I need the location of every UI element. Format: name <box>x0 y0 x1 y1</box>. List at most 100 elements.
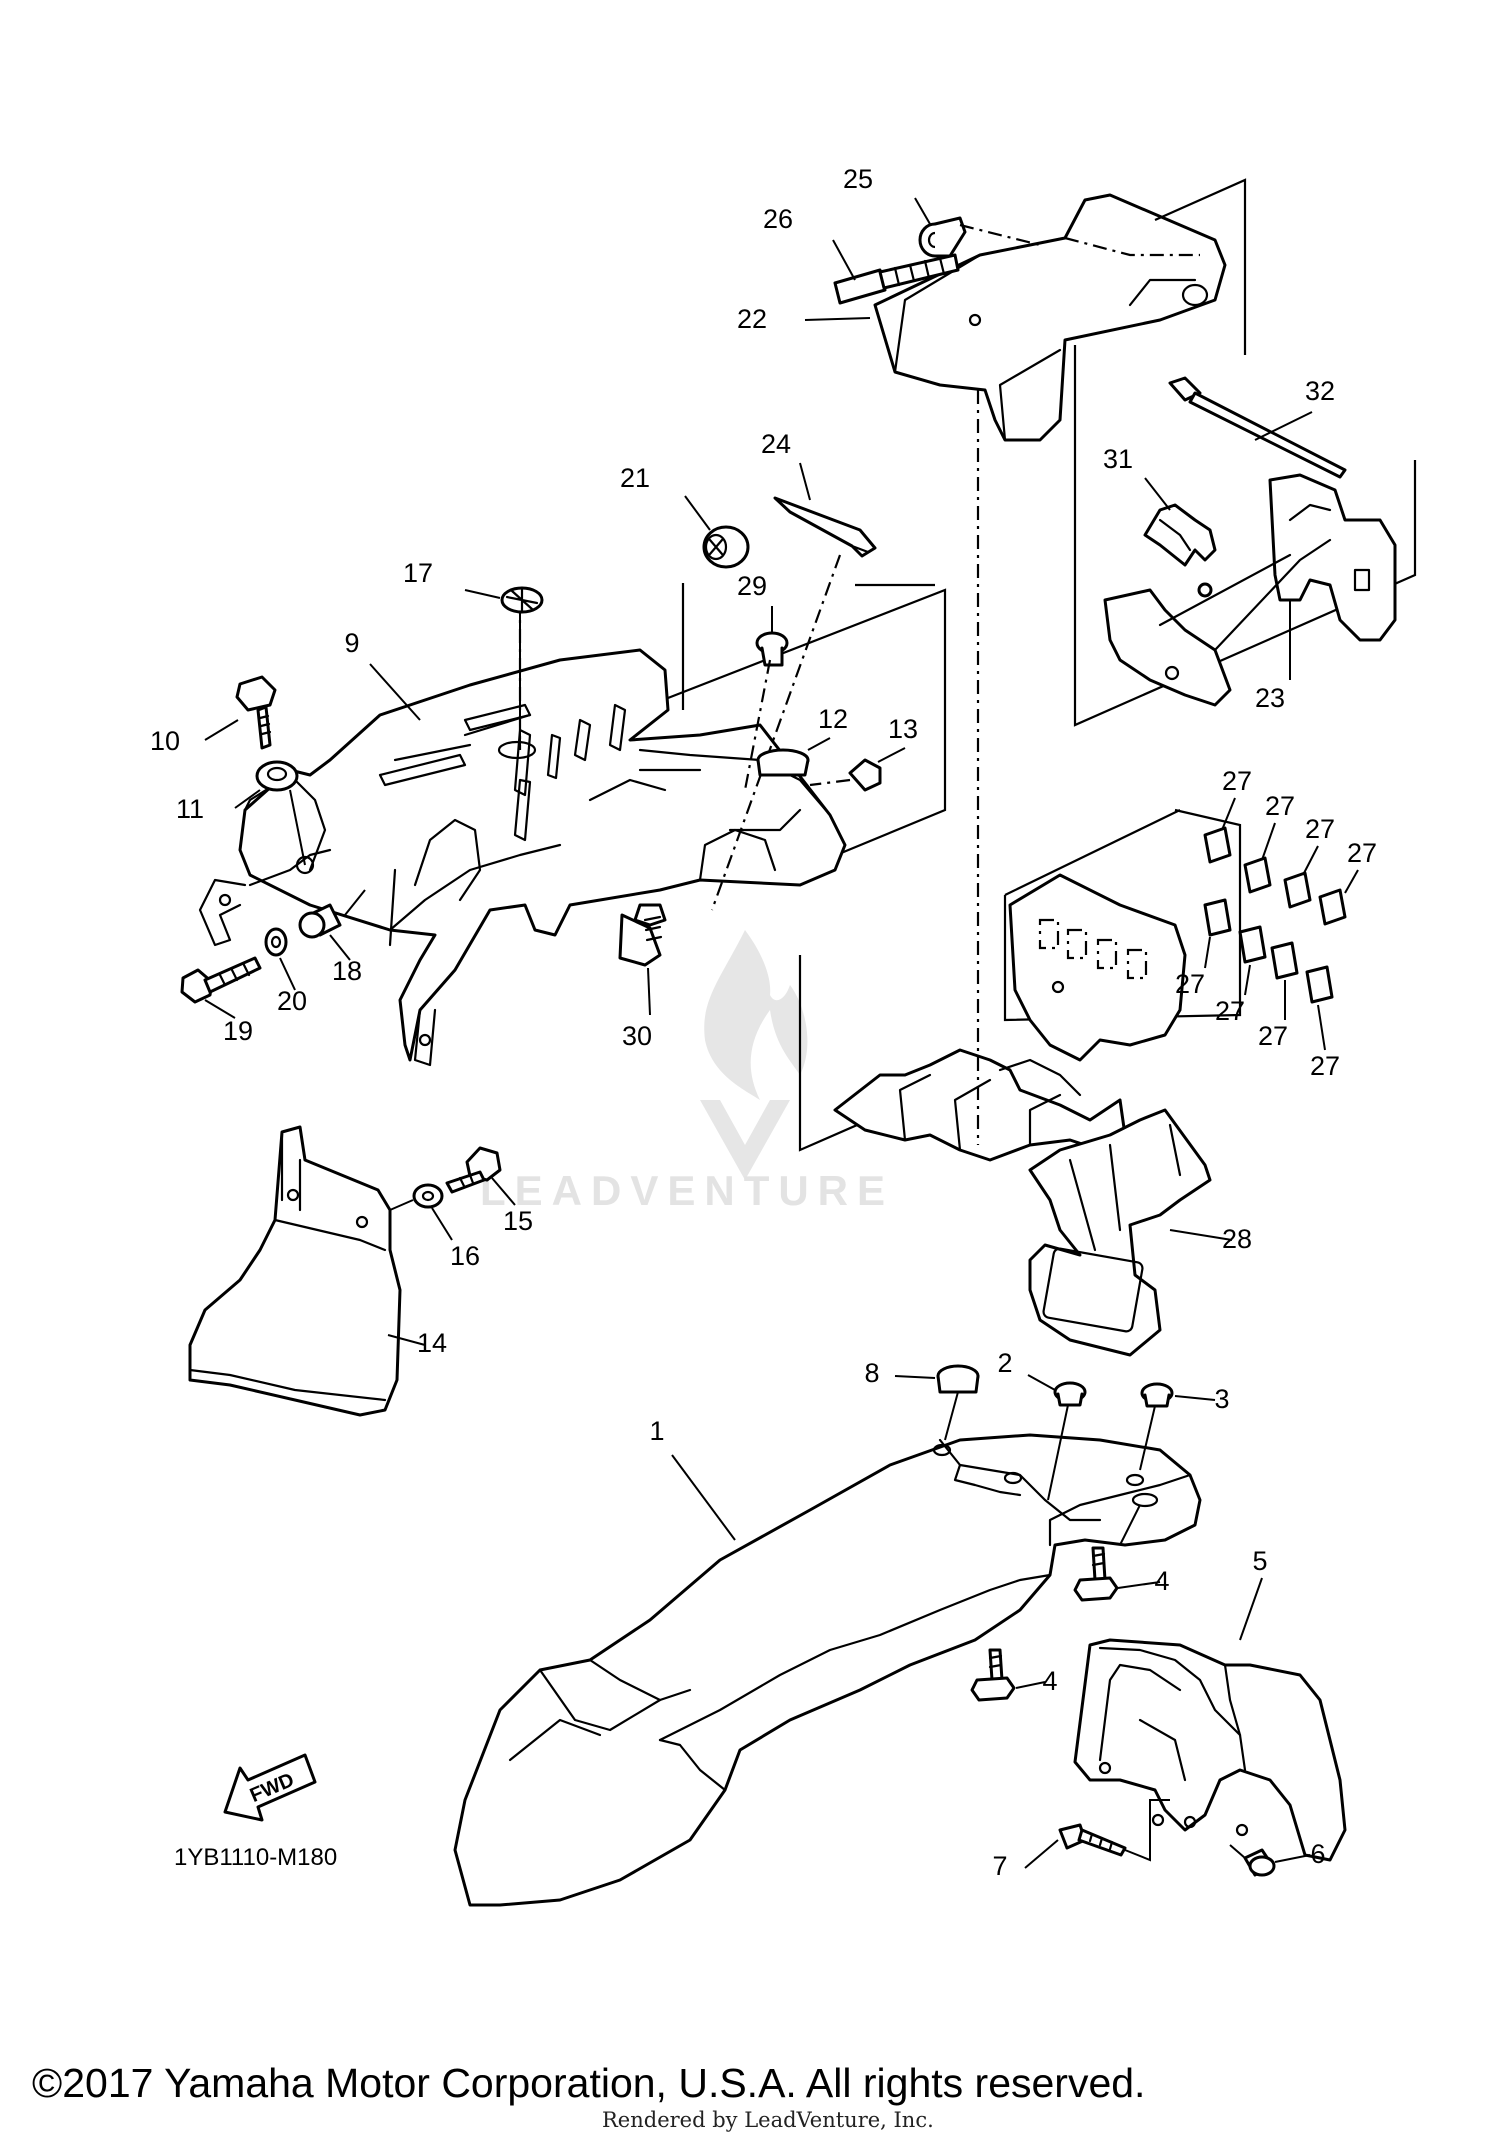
callout-number: 27 <box>1215 996 1245 1026</box>
part-19-bolt <box>180 956 262 1004</box>
part-25-washer <box>918 216 967 258</box>
callout-leader-line <box>1169 1229 1233 1241</box>
callout-leader-line <box>1302 845 1319 876</box>
part-22-bracket <box>873 193 1227 442</box>
callout-number: 8 <box>864 1358 879 1388</box>
callout-number: 21 <box>620 463 650 493</box>
callout-number: 4 <box>1042 1666 1057 1696</box>
callout-number: 23 <box>1255 683 1285 713</box>
rendered-by-credit: Rendered by LeadVenture, Inc. <box>602 2108 934 2132</box>
callout-leader-line <box>807 737 831 751</box>
part-8-grommet <box>936 1364 980 1394</box>
part-28-plate-holder <box>1028 1108 1212 1357</box>
callout-leader-line <box>464 589 501 599</box>
callout-leader-line <box>329 934 351 961</box>
callout-number: 27 <box>1305 814 1335 844</box>
callout-number: 14 <box>417 1328 447 1358</box>
callout-leader-line <box>1015 1681 1046 1689</box>
callout-number: 7 <box>992 1851 1007 1881</box>
callout-number: 22 <box>737 304 767 334</box>
callout-leader-line <box>369 663 421 721</box>
callout-leader-line <box>914 197 931 225</box>
callout-number: 28 <box>1222 1224 1252 1254</box>
part-31-clip <box>1143 503 1217 598</box>
callout-leader-line <box>1244 964 1251 996</box>
callout-leader-line <box>1317 1004 1326 1051</box>
callout-leader-line <box>1344 869 1359 894</box>
fwd-arrow-icon: FWD <box>223 1753 317 1822</box>
callout-number: 26 <box>763 204 793 234</box>
part-14-mud-flap <box>188 1125 402 1417</box>
part-2-collar <box>1053 1381 1087 1407</box>
callout-number: 31 <box>1103 444 1133 474</box>
part-23-stay <box>1103 473 1397 707</box>
callout-leader-line <box>279 957 296 991</box>
callout-leader-line <box>1024 1839 1059 1869</box>
callout-leader-line <box>804 317 871 321</box>
callout-number: 30 <box>622 1021 652 1051</box>
callout-leader-line <box>1204 936 1211 969</box>
callout-number: 27 <box>1347 838 1377 868</box>
callout-leader-line <box>491 1177 516 1206</box>
callout-number: 18 <box>332 956 362 986</box>
part-4-bolt-lower <box>970 1648 1016 1702</box>
callout-number: 12 <box>818 704 848 734</box>
callout-leader-line <box>877 747 906 763</box>
part-1-front-fender <box>453 1433 1202 1907</box>
callout-leader-line <box>684 495 711 531</box>
callout-number: 24 <box>761 429 791 459</box>
copyright-notice: ©2017 Yamaha Motor Corporation, U.S.A. A… <box>32 2060 1145 2106</box>
callout-number: 27 <box>1175 969 1205 999</box>
part-6-collar <box>1243 1848 1276 1877</box>
callout-number: 25 <box>843 164 873 194</box>
callout-leader-line <box>1027 1374 1056 1391</box>
callout-leader-line <box>1261 822 1276 861</box>
part-20-washer <box>264 927 288 957</box>
callout-number: 19 <box>223 1016 253 1046</box>
callout-leader-line <box>1239 1577 1263 1641</box>
part-16-washer <box>412 1183 444 1209</box>
watermark-text: LEADVENTURE <box>480 1167 894 1214</box>
callout-number: 2 <box>997 1348 1012 1378</box>
callout-leader-line <box>894 1375 936 1379</box>
callout-leader-line <box>1254 411 1313 441</box>
callout-number: 27 <box>1265 791 1295 821</box>
part-7-bolt <box>1058 1823 1127 1857</box>
callout-leader-line <box>671 1454 736 1541</box>
part-27-set <box>1203 826 1347 1004</box>
part-15-bolt <box>445 1146 502 1194</box>
callout-number: 20 <box>277 986 307 1016</box>
part-license-light-assembly <box>833 873 1187 1162</box>
part-11-collar <box>255 760 306 866</box>
callout-number: 5 <box>1252 1546 1267 1576</box>
part-17-rivet <box>500 586 544 614</box>
callout-number: 13 <box>888 714 918 744</box>
callout-leader-line <box>431 1207 453 1241</box>
callout-number: 4 <box>1154 1566 1169 1596</box>
callout-number: 27 <box>1258 1021 1288 1051</box>
callout-leader-line <box>234 789 261 809</box>
callout-number: 3 <box>1214 1384 1229 1414</box>
callout-number: 1 <box>649 1416 664 1446</box>
part-4-bolt-upper <box>1073 1546 1119 1602</box>
part-18-collar <box>298 903 342 939</box>
callout-number: 6 <box>1310 1839 1325 1869</box>
part-9-rear-fender <box>198 648 847 1067</box>
part-13-cap <box>809 758 882 792</box>
callout-leader-line <box>647 967 651 1016</box>
part-21-grommet <box>702 525 750 569</box>
callout-number: 16 <box>450 1241 480 1271</box>
callout-leader-line <box>204 999 236 1019</box>
part-12-grommet <box>756 748 810 777</box>
callout-number: 11 <box>176 794 204 824</box>
callout-number: 32 <box>1305 376 1335 406</box>
callout-leader-line <box>1174 1395 1216 1401</box>
callout-leader-line <box>387 1334 426 1346</box>
part-24-tape <box>773 496 877 558</box>
part-29-collar <box>755 631 789 667</box>
callout-leader-line <box>1144 477 1171 511</box>
part-5-fender-stay <box>1073 1638 1347 1862</box>
